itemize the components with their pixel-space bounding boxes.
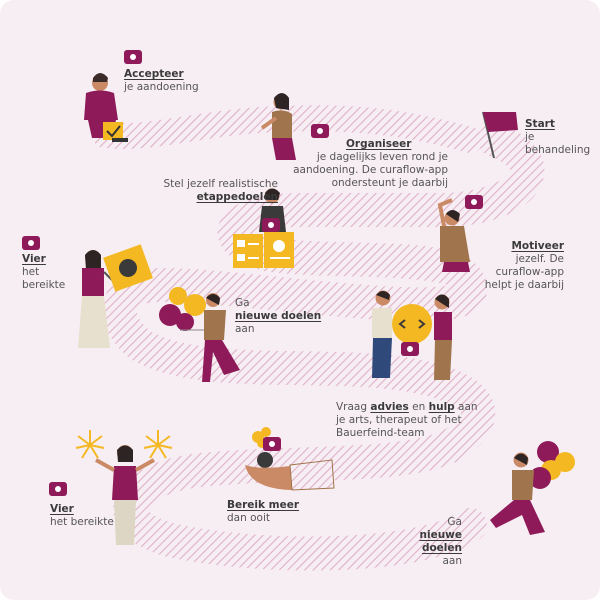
figure-advies bbox=[372, 290, 452, 380]
app-badge-icon bbox=[465, 195, 483, 209]
app-badge-icon bbox=[401, 342, 419, 356]
figure-accepteer bbox=[84, 73, 128, 142]
fireworks-icon bbox=[75, 430, 173, 459]
figure-organiseer bbox=[260, 93, 296, 160]
smiley-sign-icon bbox=[103, 244, 153, 292]
app-badge-icon bbox=[311, 124, 329, 138]
label-doelen-2: Ga nieuwe doelen aan bbox=[419, 516, 463, 567]
label-accepteer: Accepteer je aandoening bbox=[124, 68, 199, 93]
label-motiveer: Motiveer jezelf. De curaflow-app helpt j… bbox=[484, 240, 564, 291]
label-start: Start je behandeling bbox=[525, 118, 591, 156]
app-badge-icon bbox=[49, 482, 67, 496]
label-vier-2: Vier het bereikte bbox=[50, 503, 114, 528]
label-advies: Vraag advies en hulp aan je arts, therap… bbox=[336, 401, 478, 439]
app-badge-icon bbox=[263, 437, 281, 451]
checkbox-icon bbox=[103, 122, 123, 140]
label-vier-1: Vier het bereikte bbox=[22, 253, 66, 291]
figure-bereik bbox=[245, 427, 335, 491]
label-doelen-1: Ga nieuwe doelen aan bbox=[235, 297, 322, 335]
app-badge-icon bbox=[262, 218, 280, 232]
journey-path-upper bbox=[92, 105, 483, 153]
figure-vier-1 bbox=[78, 244, 153, 348]
trophy-icon bbox=[252, 427, 273, 468]
figure-doelen-2 bbox=[490, 441, 575, 535]
figure-doelen-1 bbox=[159, 287, 240, 382]
code-balloon-icon bbox=[392, 304, 432, 344]
label-organiseer: Organiseer je dagelijks leven rond je aa… bbox=[293, 138, 448, 189]
flag-icon bbox=[482, 111, 518, 159]
figure-motiveer bbox=[437, 198, 470, 272]
app-badge-icon bbox=[22, 236, 40, 250]
label-etappedoelen: Stel jezelf realistische etappedoelen bbox=[163, 178, 278, 203]
figure-etappedoelen bbox=[233, 188, 294, 268]
label-bereik: Bereik meer dan ooit bbox=[227, 499, 300, 524]
figure-vier-2 bbox=[75, 430, 173, 545]
app-badge-icon bbox=[124, 50, 142, 64]
